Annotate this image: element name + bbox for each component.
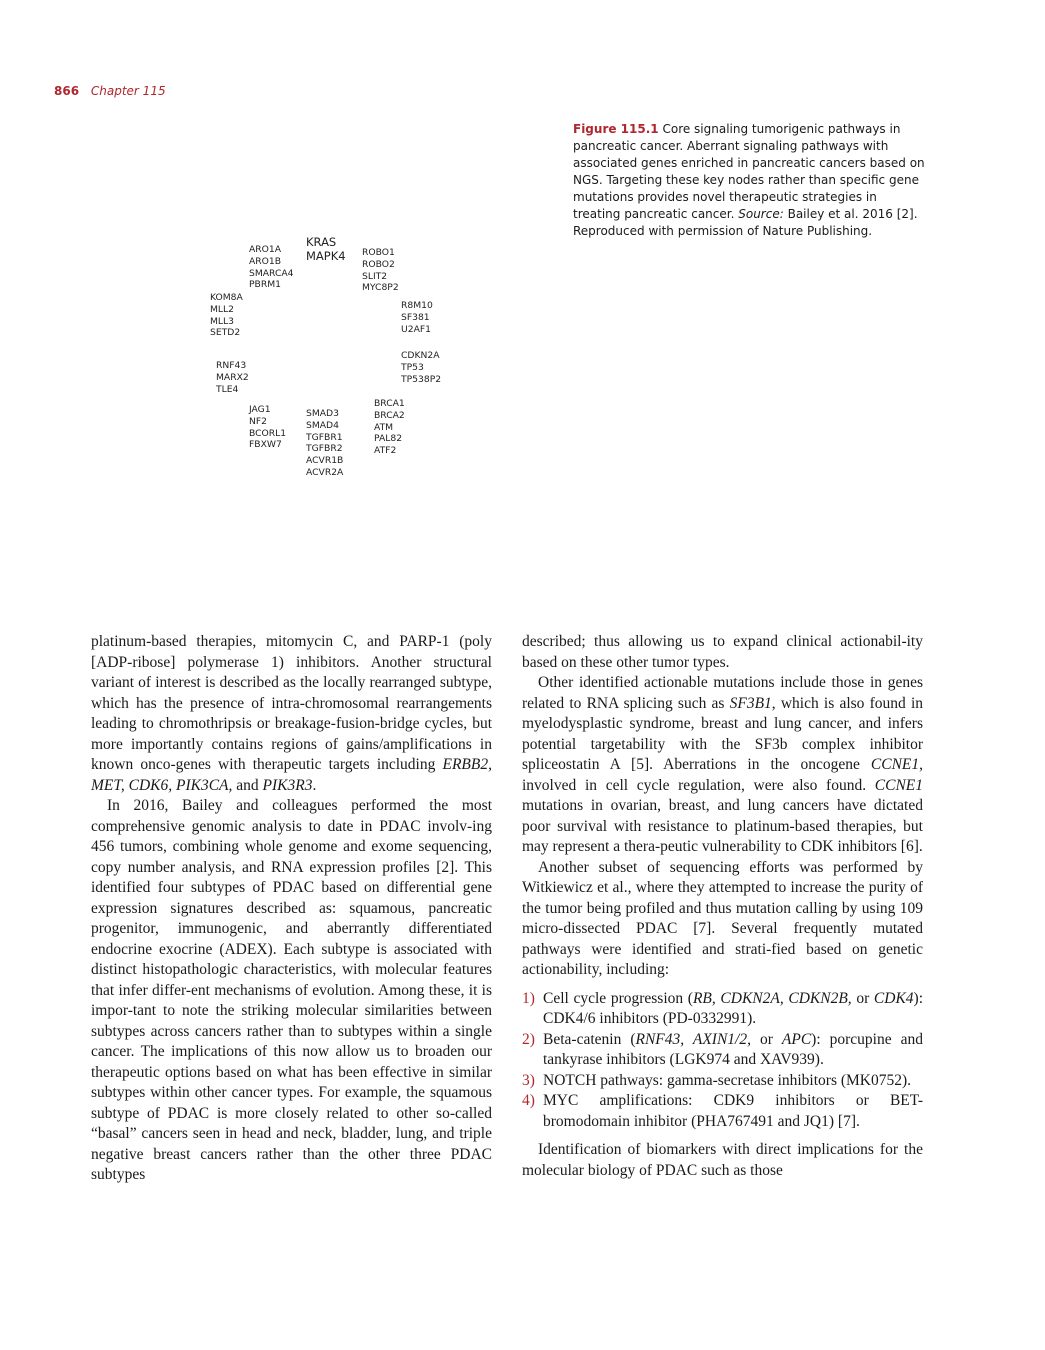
- gene-group-splicing: R8M10 SF381 U2AF1: [401, 300, 433, 335]
- gene-name: PIK3R3: [262, 776, 313, 794]
- caption-text: Core signaling tumorigenic pathways in p…: [573, 122, 925, 221]
- list-item: 1) Cell cycle progression (RB, CDKN2A, C…: [522, 989, 923, 1030]
- paragraph: platinum-based therapies, mitomycin C, a…: [91, 632, 492, 796]
- gene-group-histone: KOM8A MLL2 MLL3 SETD2: [210, 292, 243, 339]
- gene-name: SF3B1: [729, 694, 772, 712]
- gene-name: CCNE1: [874, 776, 923, 794]
- paragraph-text: mutations in ovarian, breast, and lung c…: [522, 797, 923, 855]
- list-number: 3): [522, 1071, 535, 1089]
- gene-group-wnt: RNF43 MARX2 TLE4: [216, 360, 249, 395]
- gene-group-dna-repair: BRCA1 BRCA2 ATM PAL82 ATF2: [374, 398, 405, 457]
- list-item: 4) MYC amplifications: CDK9 inhibitors o…: [522, 1091, 923, 1132]
- gene-name: CDK4: [873, 989, 914, 1007]
- gene-name: APC: [781, 1030, 812, 1048]
- source-text: Bailey et al. 2016 [2]. Reproduced with …: [573, 207, 918, 238]
- list-number: 1): [522, 989, 535, 1007]
- paragraph-text: , which is also found in myelodysplastic…: [522, 694, 923, 774]
- paragraph-text: , involved in cell cycle regulation, wer…: [522, 756, 923, 794]
- gene-group-chromatin: ARO1A ARO1B SMARCA4 PBRM1: [249, 244, 294, 291]
- paragraph: In 2016, Bailey and colleagues performed…: [91, 797, 492, 1183]
- gene-group-notch: JAG1 NF2 BCORL1 FBXW7: [249, 404, 287, 451]
- list-number: 2): [522, 1030, 535, 1048]
- list-text: ): CDK4/6 inhibitors (PD-0332991).: [543, 989, 923, 1028]
- gene-group-cell-cycle: CDKN2A TP53 TP538P2: [401, 350, 442, 385]
- list-text: or: [851, 989, 874, 1007]
- gene-group-tgfb: SMAD3 SMAD4 TGFBR1 TGFBR2 ACVR1B ACVR2A: [306, 408, 344, 478]
- body-column-left: platinum-based therapies, mitomycin C, a…: [91, 632, 492, 1186]
- body-column-right: described; thus allowing us to expand cl…: [522, 632, 923, 1181]
- gene-group-kras: KRAS MAPK4: [306, 235, 346, 263]
- paragraph: Other identified actionable mutations in…: [522, 673, 923, 858]
- paragraph: Another subset of sequencing efforts was…: [522, 858, 923, 979]
- figure-label: Figure 115.1: [573, 122, 659, 136]
- list-text: ): porcupine and tankyrase inhibitors (L…: [543, 1030, 923, 1069]
- list-text: or: [750, 1030, 782, 1048]
- list-number: 4): [522, 1092, 535, 1109]
- gene-names: ERBB2, MET, CDK6, PIK3CA,: [91, 756, 492, 794]
- paragraph-text: and: [232, 776, 263, 794]
- paragraph-text: platinum-based therapies, mitomycin C, a…: [91, 633, 492, 773]
- page-number: 866: [54, 84, 80, 98]
- gene-names: RNF43, AXIN1/2,: [635, 1030, 751, 1048]
- list-text: Beta-catenin (: [543, 1030, 636, 1048]
- list-item: 3) NOTCH pathways: gamma-secretase inhib…: [522, 1071, 923, 1092]
- gene-names: RB, CDKN2A, CDKN2B,: [692, 989, 852, 1007]
- gene-name: CCNE1: [870, 756, 920, 773]
- paragraph-text: .: [312, 776, 317, 794]
- paragraph: Identification of biomarkers with direct…: [522, 1141, 923, 1179]
- chapter-label: Chapter 115: [90, 84, 166, 98]
- list-text: MYC amplifications: CDK9 inhibitors or B…: [543, 1092, 923, 1130]
- figure-caption: Figure 115.1 Core signaling tumorigenic …: [573, 121, 925, 240]
- source-label: Source:: [738, 207, 784, 221]
- paragraph: described; thus allowing us to expand cl…: [522, 633, 923, 671]
- gene-group-axon-guidance: ROBO1 ROBO2 SLIT2 MYC8P2: [362, 247, 399, 294]
- numbered-list: 1) Cell cycle progression (RB, CDKN2A, C…: [522, 989, 923, 1133]
- list-item: 2) Beta-catenin (RNF43, AXIN1/2, or APC)…: [522, 1030, 923, 1071]
- list-text: Cell cycle progression (: [543, 989, 693, 1007]
- running-header: 866 Chapter 115: [54, 84, 166, 98]
- list-text: NOTCH pathways: gamma-secretase inhibito…: [543, 1071, 912, 1089]
- paragraph-text: Other identified actionable mutations in…: [522, 674, 923, 712]
